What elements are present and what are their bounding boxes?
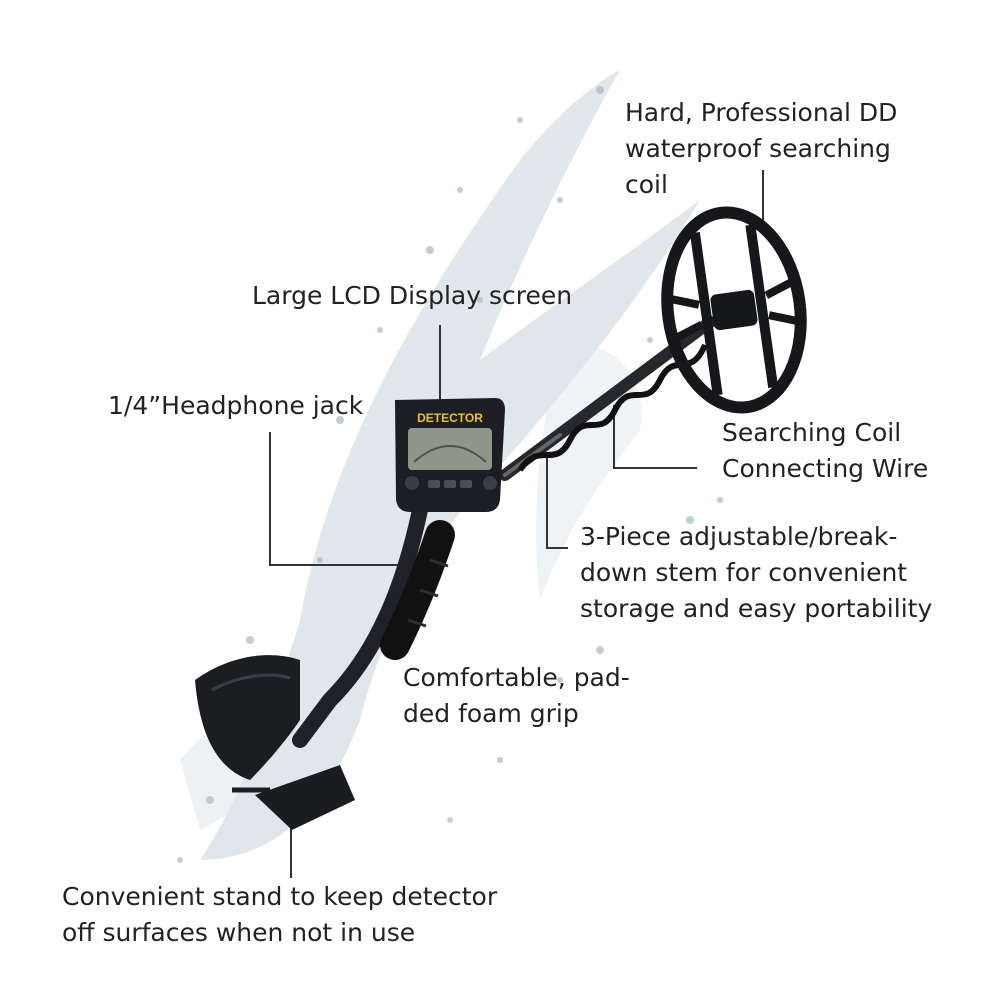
search-coil — [661, 206, 807, 414]
stem-callout-line-1: 3-Piece adjustable/break- — [580, 522, 898, 551]
headphone-callout-line-1: 1/4”Headphone jack — [108, 391, 364, 420]
armrest-cuff — [195, 655, 300, 780]
stand-callout-line-2: off surfaces when not in use — [62, 918, 416, 947]
stem-callout-line-2: down stem for convenient — [580, 558, 908, 587]
wire-callout: Searching Coil Connecting Wire — [722, 415, 928, 487]
foam-grip — [380, 520, 455, 660]
grip-callout-line-1: Comfortable, pad- — [403, 663, 630, 692]
stem-callout-line-3: storage and easy portability — [580, 594, 933, 623]
detector-shaft — [292, 502, 428, 748]
coil-callout-line-2: waterproof searching — [625, 134, 891, 163]
stand-callout: Convenient stand to keep detector off su… — [62, 879, 497, 951]
coil-callout-line-3: coil — [625, 170, 668, 199]
stand-plate — [232, 765, 355, 830]
stem-callout: 3-Piece adjustable/break- down stem for … — [580, 519, 932, 627]
grip-callout: Comfortable, pad- ded foam grip — [403, 660, 630, 732]
grip-callout-line-2: ded foam grip — [403, 699, 579, 728]
coil-callout-line-1: Hard, Professional DD — [625, 98, 898, 127]
coil-connecting-wire — [517, 343, 708, 472]
headphone-callout: 1/4”Headphone jack — [108, 388, 363, 424]
coil-callout: Hard, Professional DD waterproof searchi… — [625, 95, 897, 203]
control-box: DETECTOR — [395, 398, 505, 512]
screen-brand-text: DETECTOR — [417, 411, 483, 425]
wire-callout-line-2: Connecting Wire — [722, 454, 929, 483]
wire-callout-line-1: Searching Coil — [722, 418, 902, 447]
stand-callout-line-1: Convenient stand to keep detector — [62, 882, 498, 911]
lcd-callout: Large LCD Display screen — [252, 278, 572, 314]
lcd-callout-line-1: Large LCD Display screen — [252, 281, 573, 310]
water-droplets — [177, 86, 723, 863]
